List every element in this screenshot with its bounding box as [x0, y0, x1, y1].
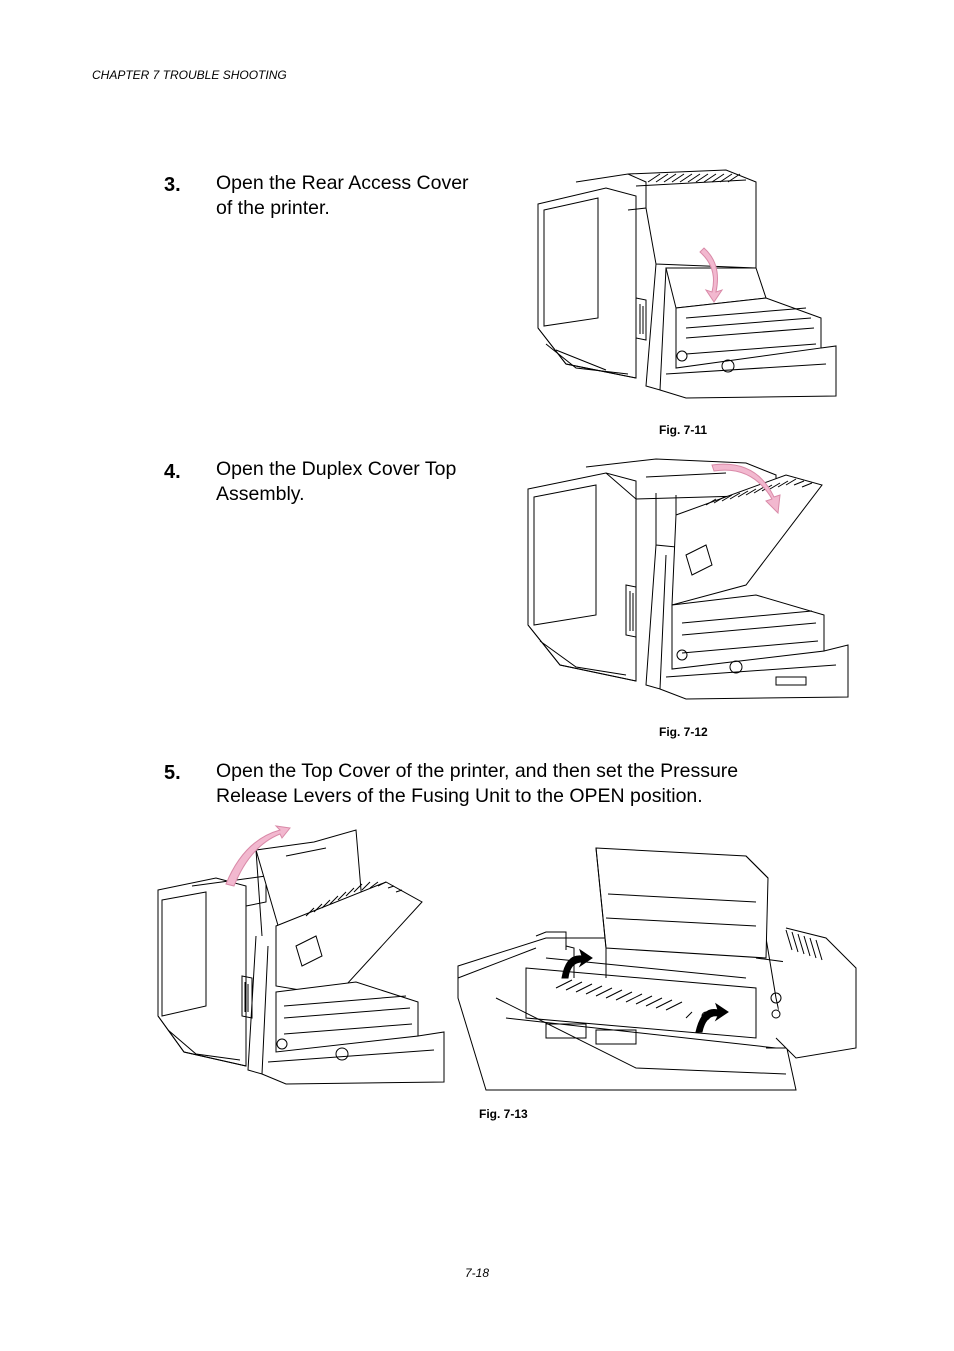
- printer-duplex-cover-illustration: [526, 455, 848, 705]
- rear-cover-ribs: [648, 174, 740, 182]
- step-3-number: 3.: [164, 174, 181, 196]
- step-3-text: Open the Rear Access Cover of the printe…: [216, 171, 469, 221]
- printer-rear-cover-illustration: [536, 168, 836, 406]
- figure-caption-7-12: Fig. 7-12: [659, 725, 708, 739]
- fusing-unit-levers-illustration: [456, 838, 856, 1090]
- chapter-header: CHAPTER 7 TROUBLE SHOOTING: [92, 68, 287, 82]
- duplex-cover-ribs: [306, 882, 402, 916]
- open-direction-arrow: [700, 248, 722, 302]
- printer-top-cover-illustration: [156, 826, 448, 1090]
- step-5-line-1: Open the Top Cover of the printer, and t…: [216, 760, 739, 782]
- pressure-release-lever-arrow: [696, 1004, 728, 1032]
- step-5-text: Open the Top Cover of the printer, and t…: [216, 759, 738, 809]
- step-3-line-2: of the printer.: [216, 197, 330, 219]
- side-panel-ribs: [786, 930, 822, 960]
- figure-caption-7-11: Fig. 7-11: [659, 423, 708, 437]
- step-5-line-2: Release Levers of the Fusing Unit to the…: [216, 785, 703, 807]
- open-direction-arrow: [226, 826, 290, 886]
- pressure-release-lever-arrow: [562, 950, 592, 978]
- step-4-text: Open the Duplex Cover Top Assembly.: [216, 457, 456, 507]
- step-3-line-1: Open the Rear Access Cover: [216, 172, 469, 194]
- fuser-rollers: [556, 980, 682, 1010]
- figure-caption-7-13: Fig. 7-13: [479, 1107, 528, 1121]
- open-direction-arrow: [712, 464, 780, 513]
- step-4-number: 4.: [164, 461, 181, 483]
- page-number: 7-18: [464, 1266, 490, 1280]
- step-4-line-2: Assembly.: [216, 483, 305, 505]
- step-4-line-1: Open the Duplex Cover Top: [216, 458, 457, 480]
- step-5-number: 5.: [164, 762, 181, 784]
